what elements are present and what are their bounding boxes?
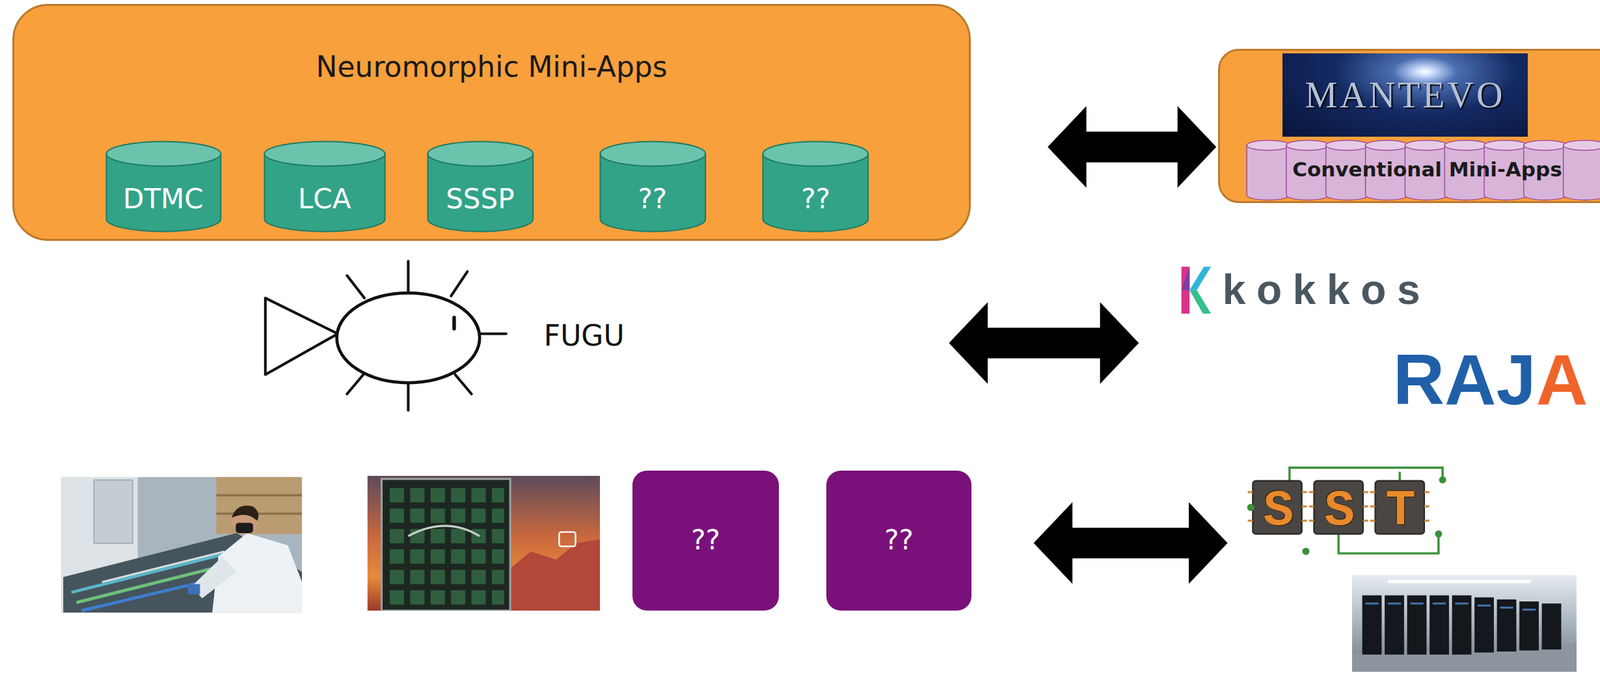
database-cylinder: DTMC xyxy=(105,140,222,233)
hall-ground xyxy=(1352,574,1577,672)
logo-banner: MANTEVO xyxy=(1282,53,1528,138)
cylinder-top xyxy=(106,141,221,167)
trace-dot xyxy=(1302,547,1310,555)
cylinder-label: DTMC xyxy=(122,183,204,215)
rack-lights xyxy=(1365,602,1536,611)
database-cylinder: ?? xyxy=(761,140,870,233)
chip-pin xyxy=(1247,519,1254,522)
chip-grid xyxy=(389,488,505,605)
mini-app-cylinder-top xyxy=(1326,140,1370,151)
cylinder-label: SSSP xyxy=(445,183,515,215)
face-mask xyxy=(235,522,254,533)
mini-app-cylinder-top xyxy=(1286,140,1330,151)
database-cylinder: LCA xyxy=(263,140,386,233)
mini-app-cylinder-top xyxy=(1445,140,1489,151)
cylinder-label: ?? xyxy=(638,183,668,215)
supercomputer-photo xyxy=(1352,574,1577,672)
database-cylinder: ?? xyxy=(599,140,707,233)
cylinder-label: LCA xyxy=(298,183,351,215)
panel-caption: Conventional Mini-Apps xyxy=(1220,156,1600,182)
cylinder-top xyxy=(427,141,533,167)
hardware-box: ?? xyxy=(632,470,779,611)
box-label: ?? xyxy=(884,523,914,557)
server-racks xyxy=(1362,595,1562,655)
icon-bar xyxy=(1181,266,1191,313)
trace-dot xyxy=(1247,503,1255,511)
icon-upper xyxy=(1190,266,1212,290)
shelf-line xyxy=(216,512,302,515)
sunset-sky xyxy=(367,475,601,611)
glove xyxy=(188,583,201,595)
icon-wedge xyxy=(1181,266,1191,290)
box-label: ?? xyxy=(691,523,721,557)
cylinder-top xyxy=(763,141,869,167)
board-frame xyxy=(381,478,511,611)
hardware-box: ?? xyxy=(826,470,972,611)
mountain xyxy=(499,538,600,611)
icon-lower xyxy=(1190,289,1212,313)
fish-body xyxy=(337,292,481,383)
double-arrow xyxy=(948,301,1139,384)
mini-app-cylinder-top xyxy=(1484,140,1528,151)
library-logo: RAJA xyxy=(1385,332,1589,427)
lab-shelf xyxy=(216,476,302,535)
mini-app-cylinder xyxy=(1563,145,1600,200)
logo-letters: SST xyxy=(1262,482,1446,540)
hardware-rack xyxy=(63,532,302,613)
mini-app-cylinder xyxy=(1247,145,1291,200)
panel-title: Neuromorphic Mini-Apps xyxy=(14,49,970,84)
group-panel: Neuromorphic Mini-AppsDTMC LCA SSSP???? xyxy=(12,3,972,241)
mini-app-cylinder-top xyxy=(1523,140,1567,151)
group-panel: Conventional Mini-Apps MANTEVO xyxy=(1218,48,1600,204)
mini-app-cylinder-top xyxy=(1405,140,1449,151)
database-cylinder: SSSP xyxy=(426,140,535,233)
chip-pin xyxy=(1247,490,1254,493)
mini-app-cylinder-top xyxy=(1365,140,1409,151)
double-arrow xyxy=(1047,106,1217,189)
cylinder-label: ?? xyxy=(801,183,831,215)
board-logo-swoosh xyxy=(407,525,480,537)
logo-text: kokkos xyxy=(1222,266,1431,313)
fish-icon-node: FUGU xyxy=(260,255,649,417)
hair xyxy=(231,505,259,521)
kokkos-icon xyxy=(1178,263,1213,317)
label-holder: kokkos xyxy=(1222,263,1431,317)
spinnaker-photo xyxy=(367,475,601,611)
label-holder: SST xyxy=(1262,485,1446,537)
photo-ground xyxy=(61,476,302,613)
mini-app-cylinder-top xyxy=(1563,140,1600,151)
corner-icon xyxy=(558,531,576,546)
logo-text: MANTEVO xyxy=(1304,75,1506,115)
fish-eye xyxy=(452,317,456,329)
fish-tail xyxy=(265,298,338,375)
library-logo: kokkos xyxy=(1178,263,1438,317)
double-arrow xyxy=(1033,502,1228,584)
logo-text: RAJA xyxy=(1393,337,1589,422)
cylinder-top xyxy=(264,141,385,167)
node-label: FUGU xyxy=(543,318,625,353)
lab-door xyxy=(93,479,133,543)
simulator-logo: SST xyxy=(1246,461,1453,560)
cylinder-top xyxy=(599,141,706,167)
label-holder: FUGU xyxy=(543,255,625,417)
ceiling-light xyxy=(1387,579,1532,584)
lab-photo xyxy=(61,476,302,613)
shelf-line xyxy=(216,493,302,496)
mini-app-cylinder-top xyxy=(1247,140,1291,151)
